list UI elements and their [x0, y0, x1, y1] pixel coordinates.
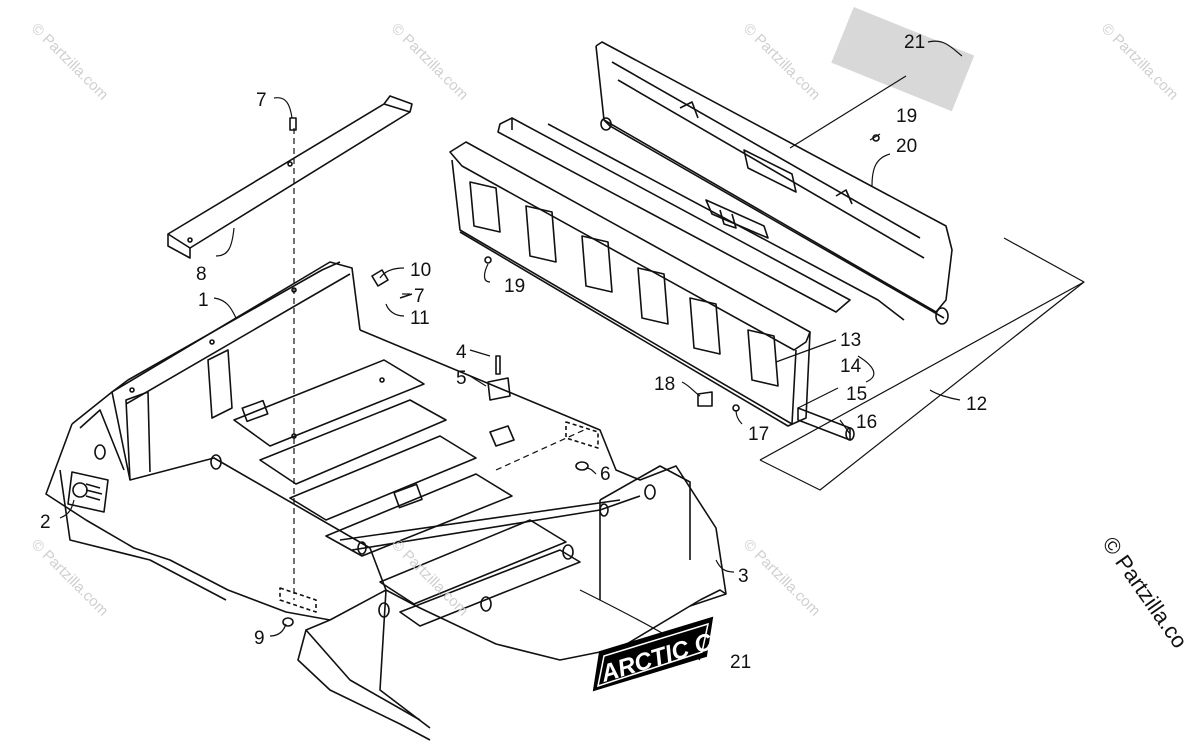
callout-17: 17 [748, 424, 769, 445]
leader-lines [59, 40, 963, 661]
callout-9: 9 [254, 628, 265, 649]
callout-1: 1 [198, 290, 209, 311]
callout-16: 16 [856, 412, 877, 433]
callout-6: 6 [600, 464, 611, 485]
callout-7-top: 7 [256, 90, 267, 111]
callout-2: 2 [40, 512, 51, 533]
tailgate-group-bracket [759, 281, 1085, 491]
callout-20: 20 [896, 136, 917, 157]
callout-3: 3 [738, 566, 749, 587]
callout-8: 8 [196, 264, 207, 285]
arctic-cat-decal: ARCTIC CAT [592, 616, 747, 692]
callout-labels: 21 19 20 7 8 1 10 7 11 19 4 5 6 13 14 18… [40, 32, 987, 673]
cargo-box-rail [167, 95, 413, 259]
assembly-line [495, 429, 585, 471]
callout-12: 12 [966, 394, 987, 415]
callout-19-mid: 19 [504, 276, 525, 297]
callout-10: 10 [410, 260, 431, 281]
hardware-screws [279, 117, 880, 627]
tailgate-decal-blank [831, 6, 975, 112]
tailgate-panel [449, 141, 811, 427]
callout-21-bottom: 21 [730, 652, 751, 673]
warning-decal [67, 471, 109, 513]
callout-21-top: 21 [904, 32, 925, 53]
callout-5: 5 [456, 368, 467, 389]
callout-19-top: 19 [896, 106, 917, 127]
tailgate-cover [595, 41, 953, 325]
callout-14: 14 [840, 356, 862, 377]
callout-7-mid: 7 [414, 286, 425, 307]
callout-13: 13 [840, 330, 861, 351]
cargo-box-body [45, 261, 727, 741]
callout-15: 15 [846, 384, 867, 405]
tailgate-pin [697, 391, 855, 441]
tailgate-rail [497, 117, 905, 321]
callout-18: 18 [654, 374, 675, 395]
callout-11: 11 [410, 308, 430, 329]
callout-4: 4 [456, 342, 467, 363]
